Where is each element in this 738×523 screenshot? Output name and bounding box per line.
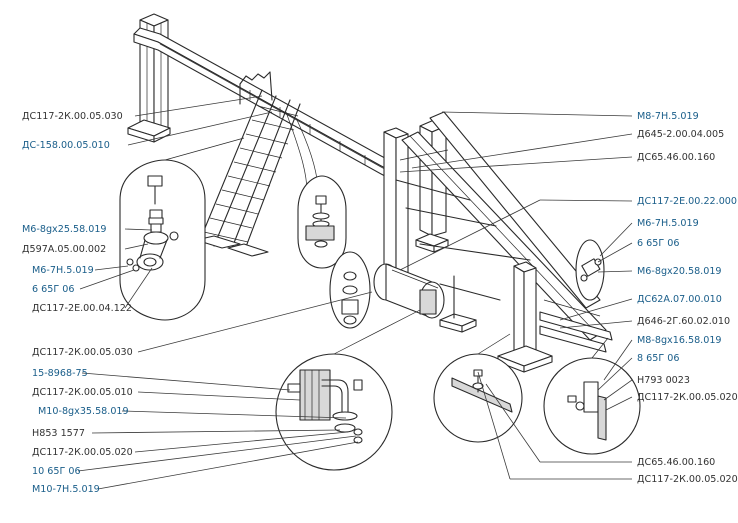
label-part: Д597А.05.00.002 [22, 244, 106, 255]
label-part: ДС117-2К.00.05.020 [637, 392, 738, 403]
label-part: М10-8gx35.58.019 [38, 406, 129, 417]
label-part: ДС117-2К.00.05.020 [637, 474, 738, 485]
ladder [195, 71, 301, 257]
labels-right: М8-7Н.5.019 Д645-2.00.04.005 ДС65.46.00.… [637, 111, 738, 485]
label-part: Н793 0023 [637, 375, 690, 386]
labels-left: ДС117-2К.00.05.030 ДС-158.00.05.010 М6-8… [22, 111, 133, 495]
label-part: 10 65Г 06 [32, 466, 81, 477]
label-part: ДС117-2Е.00.22.000 [637, 196, 737, 207]
label-part: Д646-2Г.60.02.010 [637, 316, 730, 327]
label-part: Н853 1577 [32, 428, 85, 439]
label-part: 15-8968-75 [32, 368, 88, 379]
detail-callout-washers [575, 239, 605, 301]
label-part: Д645-2.00.04.005 [637, 129, 724, 140]
label-part: ДС65.46.00.160 [637, 457, 715, 468]
top-beam [133, 27, 393, 181]
label-part: ДС117-2К.00.05.020 [32, 447, 133, 458]
detail-callout-bracket [543, 337, 641, 455]
detail-callout-clamp [119, 137, 245, 321]
label-part: М10-7Н.5.019 [32, 484, 100, 495]
label-part: М6-8gx20.58.019 [637, 266, 722, 277]
leader-lines [77, 95, 633, 490]
label-part: М8-8gx16.58.019 [637, 335, 722, 346]
main-assembly [127, 13, 613, 373]
label-part: ДС117-2К.00.05.030 [22, 111, 123, 122]
tank [373, 263, 445, 319]
label-part: 6 65Г 06 [637, 238, 679, 249]
label-part: М8-7Н.5.019 [637, 111, 699, 122]
detail-callout-strip [433, 333, 523, 443]
label-part: ДС117-2Е.00.04.122 [32, 303, 132, 314]
label-part: ДС62А.07.00.010 [637, 294, 722, 305]
label-part: ДС117-2К.00.05.030 [32, 347, 133, 358]
label-part: 6 65Г 06 [32, 284, 74, 295]
right-frame [383, 111, 613, 373]
detail-callout-bolt [297, 175, 347, 269]
label-part: ДС65.46.00.160 [637, 152, 715, 163]
label-part: М6-8gx25.58.019 [22, 224, 107, 235]
detail-callout-nuts [329, 251, 371, 329]
label-part: ДС117-2К.00.05.010 [32, 387, 133, 398]
label-part: ДС-158.00.05.010 [22, 140, 110, 151]
label-part: М6-7Н.5.019 [637, 218, 699, 229]
detail-callout-ubolt [275, 309, 421, 471]
label-part: М6-7Н.5.019 [32, 265, 94, 276]
label-part: 8 65Г 06 [637, 353, 679, 364]
